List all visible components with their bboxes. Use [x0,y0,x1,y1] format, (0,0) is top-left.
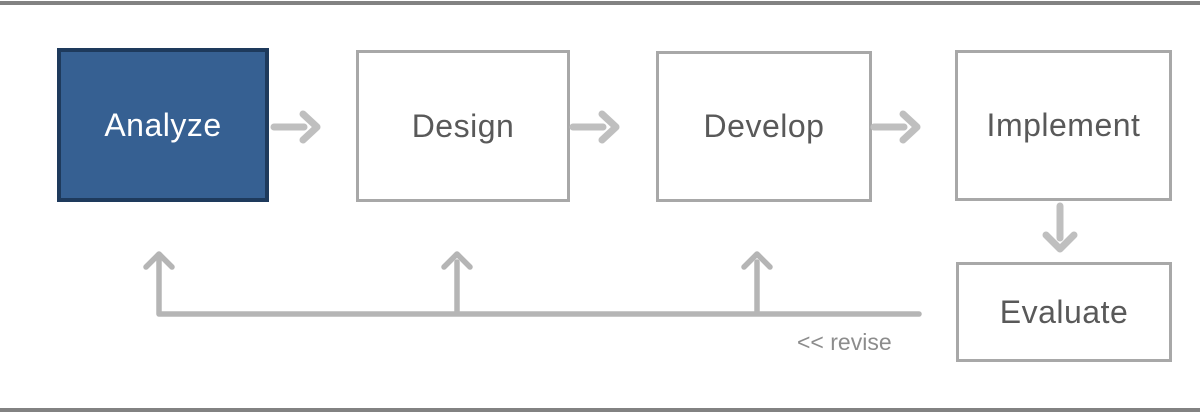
stage-box-develop: Develop [656,51,872,202]
arrow-up-revise-to-design-icon [441,251,473,315]
stage-box-implement: Implement [955,50,1172,201]
stage-box-design: Design [356,50,570,202]
arrow-right-analyze-to-design-icon [270,110,321,144]
stage-label-develop: Develop [703,108,825,144]
feedback-line [156,255,922,317]
stage-label-design: Design [411,107,515,144]
stage-box-evaluate: Evaluate [956,262,1172,362]
stage-label-evaluate: Evaluate [999,293,1129,330]
arrow-down-implement-to-evaluate-icon [1042,202,1078,253]
bottom-border-rule [0,408,1200,412]
top-border-rule [0,1,1200,5]
stage-label-analyze: Analyze [104,106,222,143]
stage-box-analyze: Analyze [57,48,269,202]
arrow-up-revise-to-analyze-icon [143,251,175,270]
arrow-right-design-to-develop-icon [569,110,620,144]
arrow-right-develop-to-implement-icon [870,110,921,144]
arrow-up-revise-to-develop-icon [741,251,773,315]
revise-label: << revise [797,329,892,355]
stage-label-implement: Implement [986,107,1141,143]
